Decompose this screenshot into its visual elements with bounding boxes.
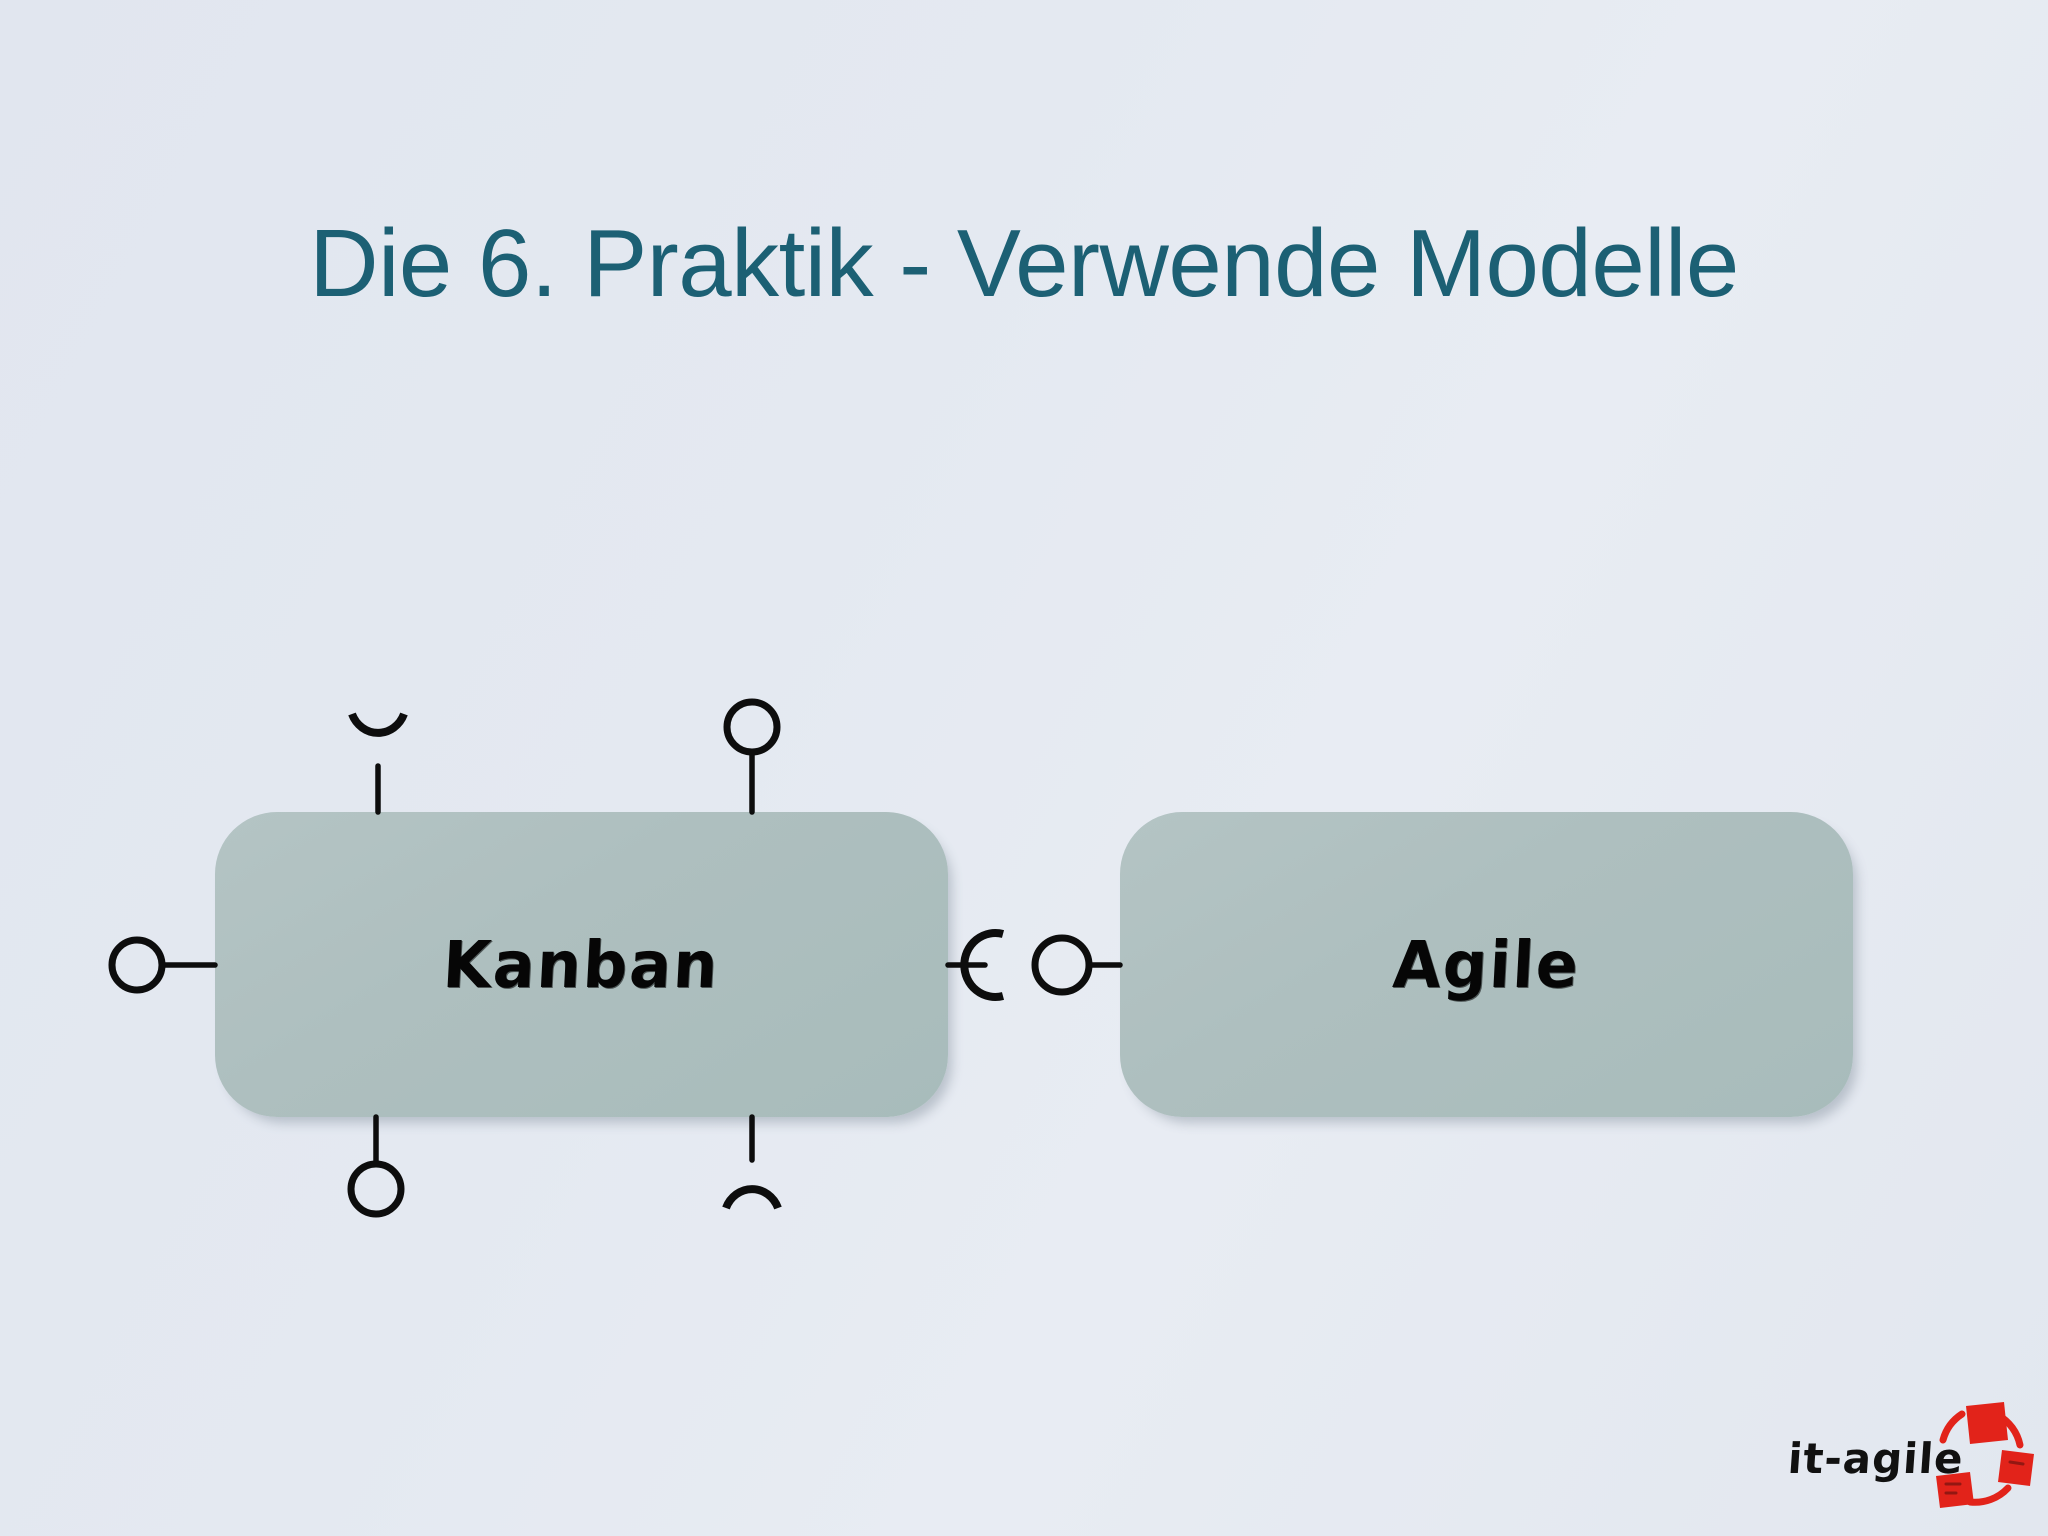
component-box-agile[interactable]: Agile <box>1120 812 1853 1117</box>
connector-kanban-top-left-socket-icon[interactable] <box>348 712 408 815</box>
connector-kanban-bottom-left-ball-icon[interactable] <box>347 1114 405 1218</box>
connector-agile-left-ball-icon[interactable] <box>1031 934 1123 996</box>
it-agile-logo: it-agile <box>1786 1392 2036 1524</box>
connector-kanban-right-socket-icon[interactable] <box>945 929 1005 1001</box>
component-label-agile: Agile <box>1391 926 1582 1003</box>
component-box-kanban[interactable]: Kanban <box>215 812 948 1117</box>
connector-kanban-left-ball-icon[interactable] <box>108 936 218 994</box>
component-label-kanban: Kanban <box>441 926 722 1003</box>
connector-kanban-bottom-right-socket-icon[interactable] <box>722 1114 782 1210</box>
logo-mark-icon <box>1936 1402 2034 1508</box>
connector-kanban-top-right-ball-icon[interactable] <box>723 698 781 815</box>
page-title: Die 6. Praktik - Verwende Modelle <box>309 210 1739 318</box>
